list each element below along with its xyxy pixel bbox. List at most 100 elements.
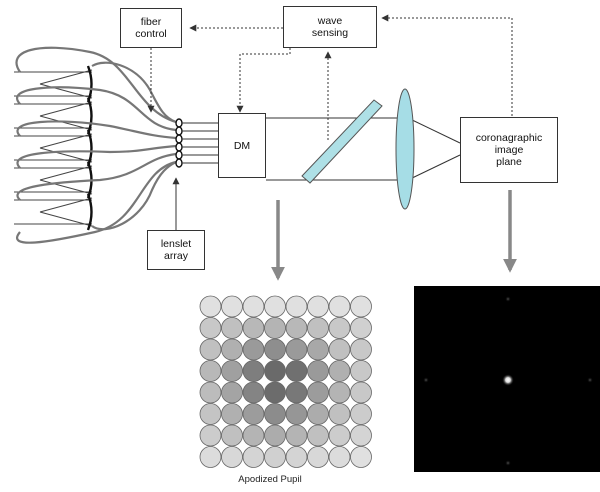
pupil-subaperture bbox=[221, 403, 243, 425]
telescope-5 bbox=[14, 193, 93, 231]
apodized-pupil-grid bbox=[199, 295, 372, 468]
pupil-subaperture bbox=[221, 446, 243, 468]
pupil-subaperture bbox=[264, 424, 286, 447]
pupil-subaperture bbox=[242, 338, 265, 361]
pupil-subaperture bbox=[264, 403, 286, 425]
pupil-subaperture bbox=[242, 295, 265, 318]
dm-label: DM bbox=[233, 139, 251, 152]
coronagraph-line3: plane bbox=[496, 156, 522, 168]
telescope-array bbox=[14, 65, 93, 231]
psf-spots bbox=[423, 296, 593, 466]
pupil-subaperture bbox=[199, 446, 222, 468]
wave-sensing-line2: sensing bbox=[311, 27, 349, 39]
beamlets bbox=[182, 122, 218, 164]
pupil-subaperture bbox=[221, 360, 243, 382]
pupil-subaperture bbox=[264, 381, 286, 404]
pupil-subaperture bbox=[285, 295, 308, 318]
pupil-subaperture bbox=[350, 381, 372, 404]
focusing-lens bbox=[395, 88, 415, 210]
pupil-subaperture bbox=[285, 446, 308, 468]
coronagraphic-image-plane-box: coronagraphic image plane bbox=[460, 117, 558, 183]
pupil-subaperture bbox=[199, 338, 222, 361]
wave-sensing-line1: wave bbox=[317, 15, 343, 27]
pupil-subaperture bbox=[328, 446, 351, 468]
pupil-subaperture bbox=[221, 295, 243, 318]
pupil-subaperture bbox=[199, 403, 222, 425]
pupil-subaperture bbox=[307, 317, 329, 339]
pupil-subaperture bbox=[285, 381, 308, 404]
pupil-subaperture bbox=[242, 360, 265, 382]
fiber-control-line2: control bbox=[135, 28, 167, 40]
pupil-subaperture bbox=[328, 338, 351, 361]
pupil-subaperture bbox=[285, 403, 308, 425]
pupil-subaperture bbox=[199, 360, 222, 382]
fiber-control-box: fiber control bbox=[120, 8, 182, 48]
pupil-subaperture bbox=[242, 424, 265, 447]
fiber-control-line1: fiber bbox=[140, 16, 162, 28]
faint-spot-bottom bbox=[505, 460, 511, 466]
pupil-subaperture bbox=[242, 403, 265, 425]
pupil-subaperture bbox=[199, 381, 222, 404]
pupil-subaperture bbox=[328, 360, 351, 382]
coronagraphic-psf-image bbox=[414, 286, 600, 472]
pupil-subaperture bbox=[350, 295, 372, 318]
beamsplitter bbox=[301, 99, 383, 184]
pupil-subaperture bbox=[350, 317, 372, 339]
pupil-subaperture bbox=[328, 295, 351, 318]
pupil-subaperture bbox=[285, 317, 308, 339]
dm-box: DM bbox=[218, 113, 266, 178]
pupil-subaperture bbox=[285, 424, 308, 447]
pupil-subaperture bbox=[264, 295, 286, 318]
pupil-subaperture bbox=[350, 424, 372, 447]
apodized-pupil-caption: Apodized Pupil bbox=[238, 474, 302, 485]
lenslet-line1: lenslet bbox=[160, 238, 192, 250]
pupil-subaperture bbox=[199, 295, 222, 318]
pupil-subaperture bbox=[264, 317, 286, 339]
pupil-subaperture bbox=[328, 424, 351, 447]
pupil-subaperture bbox=[307, 424, 329, 447]
central-star-spot bbox=[502, 374, 514, 386]
pupil-subaperture bbox=[350, 446, 372, 468]
pupil-subaperture bbox=[328, 403, 351, 425]
pupil-subaperture bbox=[307, 338, 329, 361]
pupil-subaperture bbox=[307, 295, 329, 318]
pupil-subaperture bbox=[328, 381, 351, 404]
faint-spot-top bbox=[505, 296, 511, 302]
pupil-subaperture bbox=[264, 360, 286, 382]
lenslet-array-optics bbox=[175, 118, 183, 168]
pupil-subaperture bbox=[221, 338, 243, 361]
pupil-subaperture bbox=[264, 446, 286, 468]
lenslet-line2: array bbox=[164, 250, 188, 262]
telescope-4 bbox=[14, 161, 93, 199]
pupil-subaperture bbox=[199, 424, 222, 447]
pupil-subaperture bbox=[242, 381, 265, 404]
pupil-subaperture bbox=[350, 338, 372, 361]
pupil-subaperture bbox=[307, 360, 329, 382]
wave-sensing-box: wave sensing bbox=[283, 6, 377, 48]
pupil-subaperture bbox=[285, 360, 308, 382]
pupil-subaperture bbox=[199, 317, 222, 339]
fiber-bundle bbox=[15, 46, 177, 244]
coronagraph-line1: coronagraphic bbox=[475, 132, 543, 144]
control-lines bbox=[147, 14, 513, 140]
pupil-subaperture bbox=[221, 381, 243, 404]
pupil-subaperture bbox=[285, 338, 308, 361]
telescope-2 bbox=[14, 97, 93, 135]
pupil-subaperture bbox=[328, 317, 351, 339]
pupil-subaperture bbox=[242, 317, 265, 339]
pupil-subaperture bbox=[307, 381, 329, 404]
pupil-subaperture bbox=[242, 446, 265, 468]
pupil-subaperture bbox=[221, 317, 243, 339]
main-beam bbox=[266, 117, 461, 181]
faint-spot-left bbox=[423, 377, 429, 383]
telescope-1 bbox=[14, 65, 93, 103]
pupil-subaperture bbox=[221, 424, 243, 447]
coronagraph-line2: image bbox=[494, 144, 524, 156]
pupil-subaperture bbox=[307, 446, 329, 468]
pupil-subaperture bbox=[307, 403, 329, 425]
lenslet-array-box: lenslet array bbox=[147, 230, 205, 270]
pupil-subaperture bbox=[350, 360, 372, 382]
pupil-subaperture bbox=[350, 403, 372, 425]
telescope-3 bbox=[14, 129, 93, 167]
